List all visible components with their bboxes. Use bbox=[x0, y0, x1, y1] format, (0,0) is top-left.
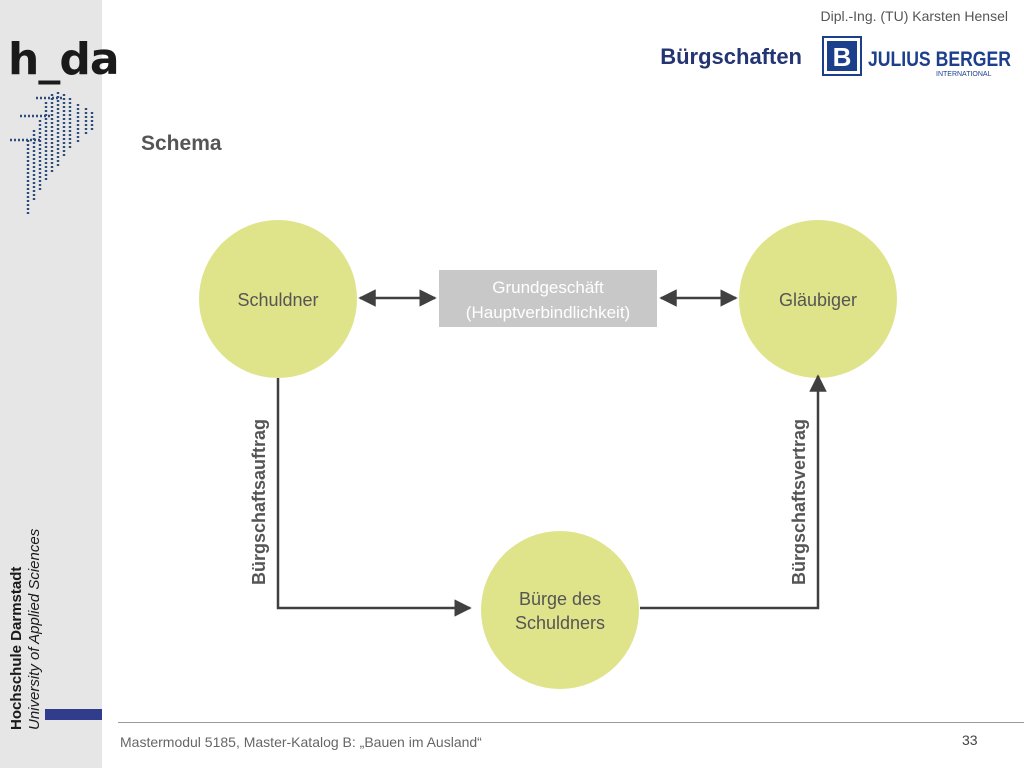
grundgeschaeft-box bbox=[439, 270, 657, 327]
footer-course: Mastermodul 5185, Master-Katalog B: „Bau… bbox=[120, 734, 482, 750]
schuldner-node bbox=[199, 220, 357, 378]
author-name: Dipl.-Ing. (TU) Karsten Hensel bbox=[820, 8, 1008, 24]
hda-dot-pattern-icon bbox=[10, 92, 94, 214]
grundgeschaeft-label-line1: Grundgeschäft bbox=[492, 278, 604, 297]
page-number: 33 bbox=[962, 732, 978, 748]
section-subtitle: Schema bbox=[141, 132, 222, 155]
buergschaftsvertrag-label: Bürgschaftsvertrag bbox=[789, 419, 809, 585]
julius-berger-logo: B JULIUS BERGER INTERNATIONAL bbox=[822, 36, 1011, 78]
arrow-buerge-glaeubiger bbox=[640, 374, 827, 610]
buerge-label-line1: Bürge des bbox=[519, 589, 601, 609]
buerge-node bbox=[481, 531, 639, 689]
grundgeschaeft-label-line2: (Hauptverbindlichkeit) bbox=[466, 303, 630, 322]
sidebar: h_da Hochschule Darmstadt University of … bbox=[0, 0, 120, 768]
partner-subtitle: INTERNATIONAL bbox=[936, 71, 992, 78]
arrow-schuldner-buerge bbox=[276, 378, 472, 617]
schuldner-label: Schuldner bbox=[237, 290, 318, 310]
footer-divider bbox=[118, 722, 1024, 723]
partner-name: JULIUS BERGER bbox=[868, 48, 1011, 71]
buergschaftsauftrag-label: Bürgschaftsauftrag bbox=[249, 419, 269, 585]
glaeubiger-node bbox=[739, 220, 897, 378]
page-title: Bürgschaften bbox=[660, 44, 802, 69]
buerge-label-line2: Schuldners bbox=[515, 613, 605, 633]
sidebar-accent-bar bbox=[45, 709, 102, 720]
glaeubiger-label: Gläubiger bbox=[779, 290, 857, 310]
partner-logo-letter: B bbox=[833, 42, 852, 72]
hda-logo: h_da bbox=[8, 34, 120, 85]
